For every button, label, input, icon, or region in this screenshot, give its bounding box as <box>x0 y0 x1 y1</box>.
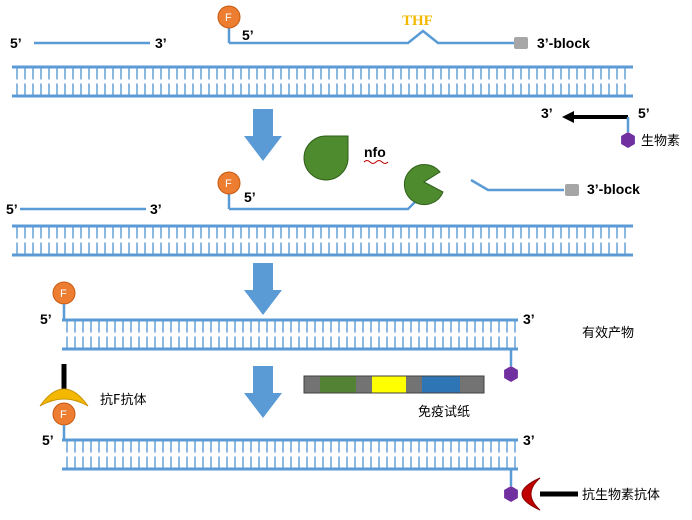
step1-primer-3prime: 3’ <box>155 35 167 51</box>
anti-f-label: 抗F抗体 <box>100 393 146 408</box>
step2-fluorophore-icon: F <box>217 171 241 195</box>
step2-fluor-label: F <box>225 178 232 190</box>
step2-block-square-icon <box>565 184 579 196</box>
step-4: 抗F抗体 F 5’ 3’ 抗生物素抗体 <box>39 364 660 511</box>
step3-fluorophore-icon: F <box>52 281 76 305</box>
product-label: 有效产物 <box>582 326 634 341</box>
step2-nfo-enzyme-icon <box>403 164 444 206</box>
step2-target-duplex <box>12 224 633 257</box>
step1-primer-5prime: 5’ <box>10 35 22 51</box>
step4-3prime: 3’ <box>523 432 535 448</box>
step4-product-duplex <box>62 438 518 471</box>
anti-biotin-label: 抗生物素抗体 <box>582 488 660 503</box>
step4-fluor-label: F <box>60 409 67 421</box>
step2-released-fragment-strand <box>470 178 564 192</box>
step-2: 5’ 3’ F 5’ 3’-block <box>6 164 640 257</box>
nfo-spell-underline <box>363 160 389 164</box>
step1-reverse-5prime: 5’ <box>638 105 650 121</box>
step1-reverse-3prime: 3’ <box>541 105 553 121</box>
strip-segment-6 <box>422 376 460 393</box>
step3-5prime: 5’ <box>40 311 52 327</box>
strip-segment-4 <box>372 376 406 393</box>
step2-probe-5prime: 5’ <box>244 189 256 205</box>
step1-target-duplex <box>12 65 633 98</box>
step4-fluorophore-icon: F <box>52 402 76 426</box>
step2-block-label: 3’-block <box>587 181 640 197</box>
strip-segment-3 <box>356 376 372 393</box>
step1-probe-strand <box>229 29 514 45</box>
step3-fluor-label: F <box>60 288 67 300</box>
step2-probe-cleaved-strand <box>229 196 421 211</box>
strip-segment-1 <box>304 376 320 393</box>
step2-primer-5prime: 5’ <box>6 201 18 217</box>
step2-primer-3prime: 3’ <box>150 201 162 217</box>
anti-f-antibody-icon <box>39 388 89 407</box>
nfo-enzyme-icon <box>303 135 349 181</box>
step1-block-square-icon <box>514 37 528 49</box>
strip-outline <box>303 375 485 394</box>
step4-biotin-hexagon-icon <box>504 486 518 502</box>
thf-label: THF <box>402 13 433 29</box>
step1-fluor-label: F <box>225 12 232 24</box>
step1-reverse-arrowhead-icon <box>562 111 574 123</box>
nfo-label: nfo <box>364 144 386 160</box>
step1-block-label: 3’-block <box>537 35 590 51</box>
step3-product-duplex <box>62 318 518 351</box>
step3-3prime: 3’ <box>523 311 535 327</box>
process-arrow-2-down-arrow-icon <box>244 263 282 315</box>
strip-segment-5 <box>406 376 422 393</box>
process-arrow-1-down-arrow-icon <box>244 109 282 161</box>
step3-biotin-hexagon-icon <box>504 366 518 382</box>
process-arrow-3-down-arrow-icon <box>244 366 282 418</box>
step1-fluorophore-icon: F <box>217 5 241 29</box>
anti-biotin-antibody-icon <box>521 477 541 511</box>
step4-5prime: 5’ <box>42 432 54 448</box>
step1-probe-5prime: 5’ <box>242 27 254 43</box>
strip-label: 免疫试纸 <box>418 404 470 420</box>
step-3: F 5’ 3’ 有效产物 <box>40 281 634 382</box>
strip-segment-7 <box>460 376 484 393</box>
step-1: 5’ 3’ F 5’ THF 3’-block 3’ 5’ 生物素 <box>10 5 680 149</box>
step1-biotin-hexagon-icon <box>621 132 635 148</box>
biotin-label: 生物素 <box>641 134 680 149</box>
strip-segment-2 <box>320 376 356 393</box>
immuno-test-strip <box>303 375 485 394</box>
